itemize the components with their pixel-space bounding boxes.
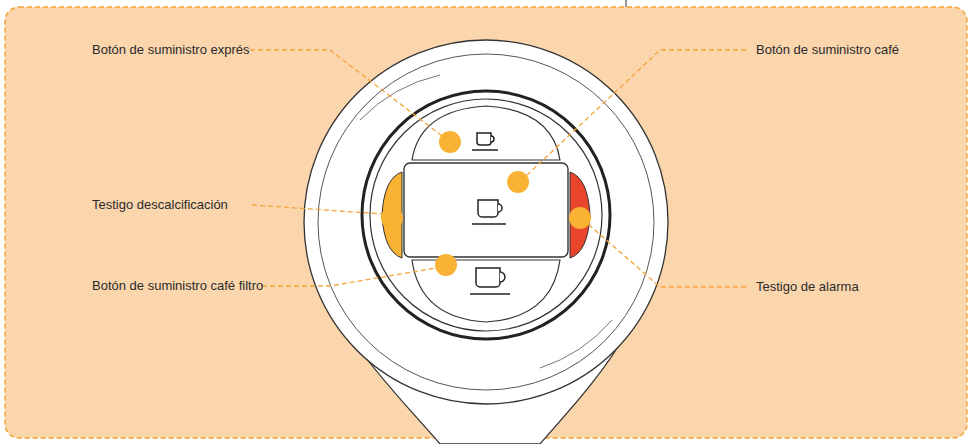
callout-label: Botón de suministro café	[756, 42, 899, 58]
callout-label: Botón de suministro exprés	[92, 42, 250, 58]
callout-label: Botón de suministro café filtro	[92, 278, 263, 294]
callout-label: Testigo descalcificación	[92, 197, 228, 213]
callout-label: Testigo de alarma	[756, 279, 859, 295]
